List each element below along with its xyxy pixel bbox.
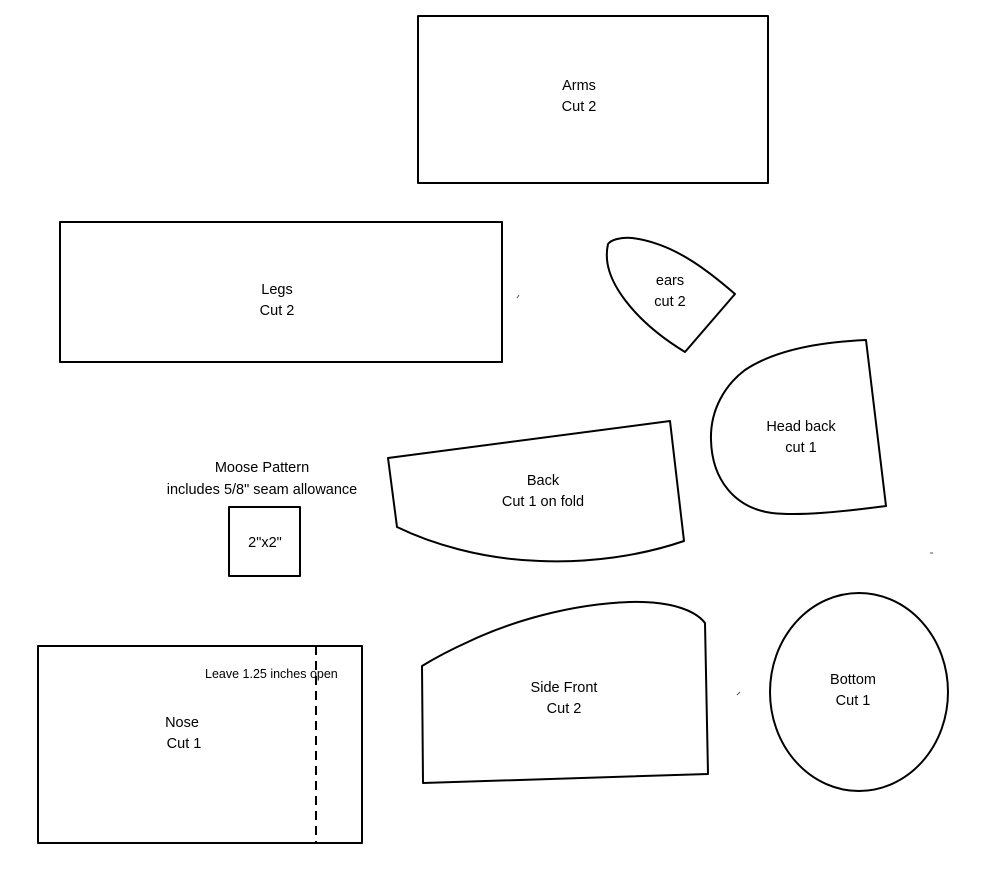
legs-piece: Legs Cut 2 [59,221,503,363]
ears-outline [605,236,736,353]
ears-label: ears [656,273,684,289]
bottom-outline [769,592,949,792]
arms-label: Arms [562,78,596,94]
nose-cut-label: Cut 1 [167,736,202,752]
back-cut-label: Cut 1 on fold [502,494,584,510]
nose-label: Nose [165,715,199,731]
pattern-title-line1: Moose Pattern [215,460,309,476]
arms-cut-label: Cut 2 [562,99,597,115]
nose-outline [37,645,363,844]
legs-cut-label: Cut 2 [260,303,295,319]
back-label: Back [527,473,560,489]
bottom-label: Bottom [830,672,876,688]
head-back-outline [709,339,887,515]
nose-opening-note: Leave 1.25 inches open [205,667,338,681]
bottom-piece: Bottom Cut 1 [769,592,949,792]
scale-square: 2"x2" [228,506,301,577]
nose-piece: Leave 1.25 inches open Nose Cut 1 [37,645,363,844]
ears-piece: ears cut 2 [605,236,736,353]
ears-cut-label: cut 2 [654,294,685,310]
head-back-piece: Head back cut 1 [709,339,887,515]
side-front-piece: Side Front Cut 2 [421,600,709,784]
back-outline [387,420,685,563]
arms-piece: Arms Cut 2 [417,15,769,184]
legs-label: Legs [261,282,292,298]
scale-square-label: 2"x2" [248,535,282,551]
head-back-cut-label: cut 1 [785,440,816,456]
side-front-label: Side Front [531,680,598,696]
legs-outline [59,221,503,363]
pattern-title: Moose Pattern includes 5/8" seam allowan… [167,460,358,498]
stray-mark [736,691,741,696]
side-front-outline [421,600,709,784]
stray-mark [516,294,520,299]
back-piece: Back Cut 1 on fold [387,420,685,563]
head-back-label: Head back [766,419,836,435]
pattern-title-line2: includes 5/8" seam allowance [167,482,358,498]
side-front-cut-label: Cut 2 [547,701,582,717]
scale-square-outline [228,506,301,577]
arms-outline [417,15,769,184]
bottom-cut-label: Cut 1 [836,693,871,709]
